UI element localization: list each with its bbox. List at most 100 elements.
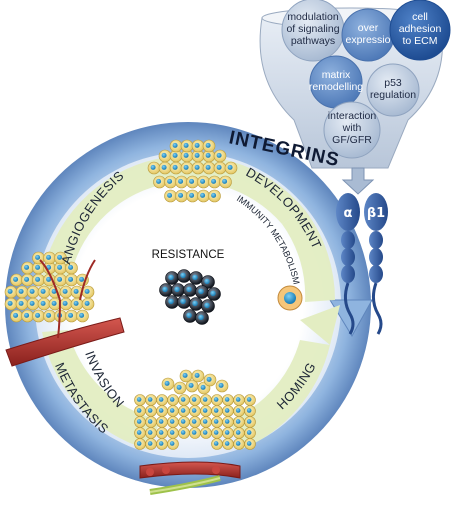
cell-nucleus bbox=[191, 408, 197, 413]
cell-nucleus bbox=[158, 408, 164, 413]
cell-nucleus bbox=[68, 264, 74, 270]
cell-nucleus bbox=[174, 286, 180, 293]
cell-nucleus bbox=[29, 288, 35, 294]
cell-nucleus bbox=[200, 384, 206, 390]
cell-nucleus bbox=[29, 300, 35, 306]
cell-nucleus bbox=[213, 441, 219, 446]
cell-nucleus bbox=[136, 397, 142, 402]
resistance-cell-cluster bbox=[159, 269, 221, 325]
cell-nucleus bbox=[204, 302, 210, 309]
cell-nucleus bbox=[158, 419, 164, 424]
cell-nucleus bbox=[147, 441, 153, 446]
cell-nucleus bbox=[180, 430, 186, 435]
cell-nucleus bbox=[147, 397, 153, 402]
cell-nucleus bbox=[73, 288, 79, 294]
cell-nucleus bbox=[169, 430, 175, 435]
cell-nucleus bbox=[147, 419, 153, 424]
cell-nucleus bbox=[235, 430, 241, 435]
cell-nucleus bbox=[194, 372, 200, 378]
cell-nucleus bbox=[161, 152, 167, 158]
bubble-line: expressio bbox=[346, 34, 391, 46]
cell-nucleus bbox=[204, 278, 210, 285]
cell-nucleus bbox=[183, 164, 189, 170]
cell-nucleus bbox=[35, 254, 41, 260]
cell-nucleus bbox=[194, 164, 200, 170]
cell-nucleus bbox=[202, 430, 208, 435]
receptor-alpha-chain: α bbox=[336, 193, 360, 335]
cell-nucleus bbox=[188, 382, 194, 388]
cell-nucleus bbox=[213, 419, 219, 424]
cell-nucleus bbox=[182, 372, 188, 378]
bubble-line: regulation bbox=[370, 89, 416, 101]
integrin-receptor: α β1 bbox=[336, 193, 388, 335]
cell-nucleus bbox=[35, 264, 41, 270]
bubble-line: remodelling bbox=[309, 81, 363, 93]
cell-nucleus bbox=[246, 419, 252, 424]
cell-nucleus bbox=[24, 312, 30, 318]
cell-nucleus bbox=[169, 397, 175, 402]
cell-nucleus bbox=[79, 312, 85, 318]
cell-nucleus bbox=[62, 300, 68, 306]
cell-nucleus bbox=[18, 288, 24, 294]
cell-nucleus bbox=[172, 142, 178, 148]
cell-nucleus bbox=[167, 192, 173, 198]
cell-nucleus bbox=[180, 408, 186, 413]
cell-nucleus bbox=[227, 164, 233, 170]
bubble-line: adhesion bbox=[399, 23, 442, 35]
cell-nucleus bbox=[62, 288, 68, 294]
cell-nucleus bbox=[168, 298, 174, 305]
cell-nucleus bbox=[198, 288, 204, 295]
cell-nucleus bbox=[136, 430, 142, 435]
cell-nucleus bbox=[180, 419, 186, 424]
cell-nucleus bbox=[213, 408, 219, 413]
cell-nucleus bbox=[136, 419, 142, 424]
cell-nucleus bbox=[202, 397, 208, 402]
cell-nucleus bbox=[189, 192, 195, 198]
bottom-blood-vessel bbox=[139, 461, 241, 495]
cell-nucleus bbox=[224, 419, 230, 424]
cell-nucleus bbox=[224, 408, 230, 413]
cell-nucleus bbox=[210, 290, 216, 297]
cell-nucleus bbox=[205, 164, 211, 170]
cell-nucleus bbox=[216, 164, 222, 170]
cell-nucleus bbox=[136, 408, 142, 413]
cell-nucleus bbox=[7, 288, 13, 294]
cell-nucleus bbox=[162, 286, 168, 293]
cell-nucleus bbox=[186, 312, 192, 319]
cell-nucleus bbox=[18, 300, 24, 306]
cell-nucleus bbox=[168, 274, 174, 281]
cell-nucleus bbox=[57, 254, 63, 260]
beta-label: β1 bbox=[367, 206, 385, 221]
bubble-line: to ECM bbox=[402, 35, 437, 47]
cell-nucleus bbox=[235, 419, 241, 424]
cell-nucleus bbox=[68, 312, 74, 318]
bubble-line: modulation bbox=[287, 11, 339, 23]
cell-nucleus bbox=[40, 300, 46, 306]
cell-nucleus bbox=[7, 300, 13, 306]
bubble-line: matrix bbox=[322, 69, 351, 81]
cell-nucleus bbox=[200, 178, 206, 184]
cell-nucleus bbox=[178, 192, 184, 198]
angiogenesis-cell-cluster bbox=[4, 251, 95, 323]
cell-nucleus bbox=[169, 408, 175, 413]
invasion-cell-cluster bbox=[134, 369, 256, 450]
cell-nucleus bbox=[161, 164, 167, 170]
cell-nucleus bbox=[51, 300, 57, 306]
cell-nucleus bbox=[235, 397, 241, 402]
cell-nucleus bbox=[183, 152, 189, 158]
cell-nucleus bbox=[169, 419, 175, 424]
cell-nucleus bbox=[180, 272, 186, 279]
cell-nucleus bbox=[73, 300, 79, 306]
cell-nucleus bbox=[180, 397, 186, 402]
cell-nucleus bbox=[35, 276, 41, 282]
cell-nucleus bbox=[40, 288, 46, 294]
